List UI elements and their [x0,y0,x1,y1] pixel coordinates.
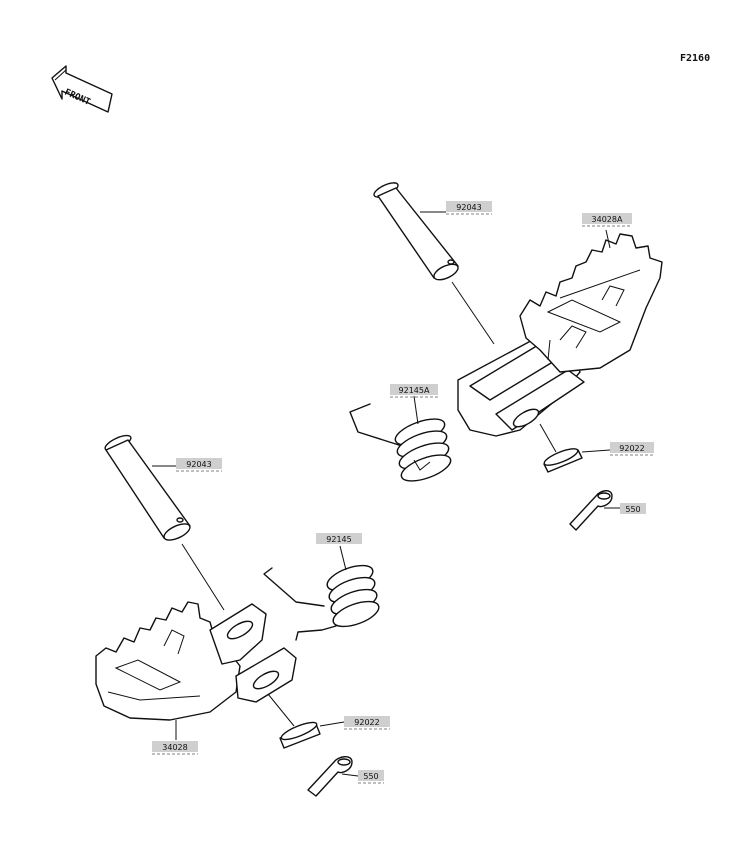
svg-text:550: 550 [363,772,378,781]
pin-upper-part [373,182,459,281]
label-cotter-lower: 550 [358,770,384,784]
label-cotter-upper: 550 [620,503,646,514]
figure-code: F2160 [680,53,710,64]
washer-lower-part [279,721,321,749]
svg-text:34028A: 34028A [592,215,623,224]
svg-text:92043: 92043 [186,460,211,469]
front-arrow-icon: FRONT [51,65,113,113]
svg-text:92145A: 92145A [399,386,430,395]
spring-lower-part [263,564,380,641]
washer-upper-part [543,448,583,473]
svg-text:92022: 92022 [619,444,644,453]
label-pin-lower: 92043 [176,458,222,472]
label-washer-lower: 92022 [344,716,390,730]
svg-text:92022: 92022 [354,718,379,727]
cotter-upper-part [569,490,613,531]
peg-left-part [95,601,297,721]
svg-text:34028: 34028 [162,743,187,752]
label-spring-upper: 92145A [390,384,438,398]
label-washer-upper: 92022 [610,442,654,456]
svg-text:92043: 92043 [456,203,481,212]
cotter-lower-part [307,756,353,797]
pin-lower-part [104,434,191,541]
peg-right-part [457,233,663,437]
svg-text:550: 550 [625,505,640,514]
label-pin-upper: 92043 [446,201,492,215]
label-peg-right: 34028A [582,213,632,227]
label-peg-left: 34028 [152,741,198,755]
svg-text:92145: 92145 [326,535,351,544]
spring-upper-part [349,403,452,482]
label-spring-lower: 92145 [316,533,362,544]
